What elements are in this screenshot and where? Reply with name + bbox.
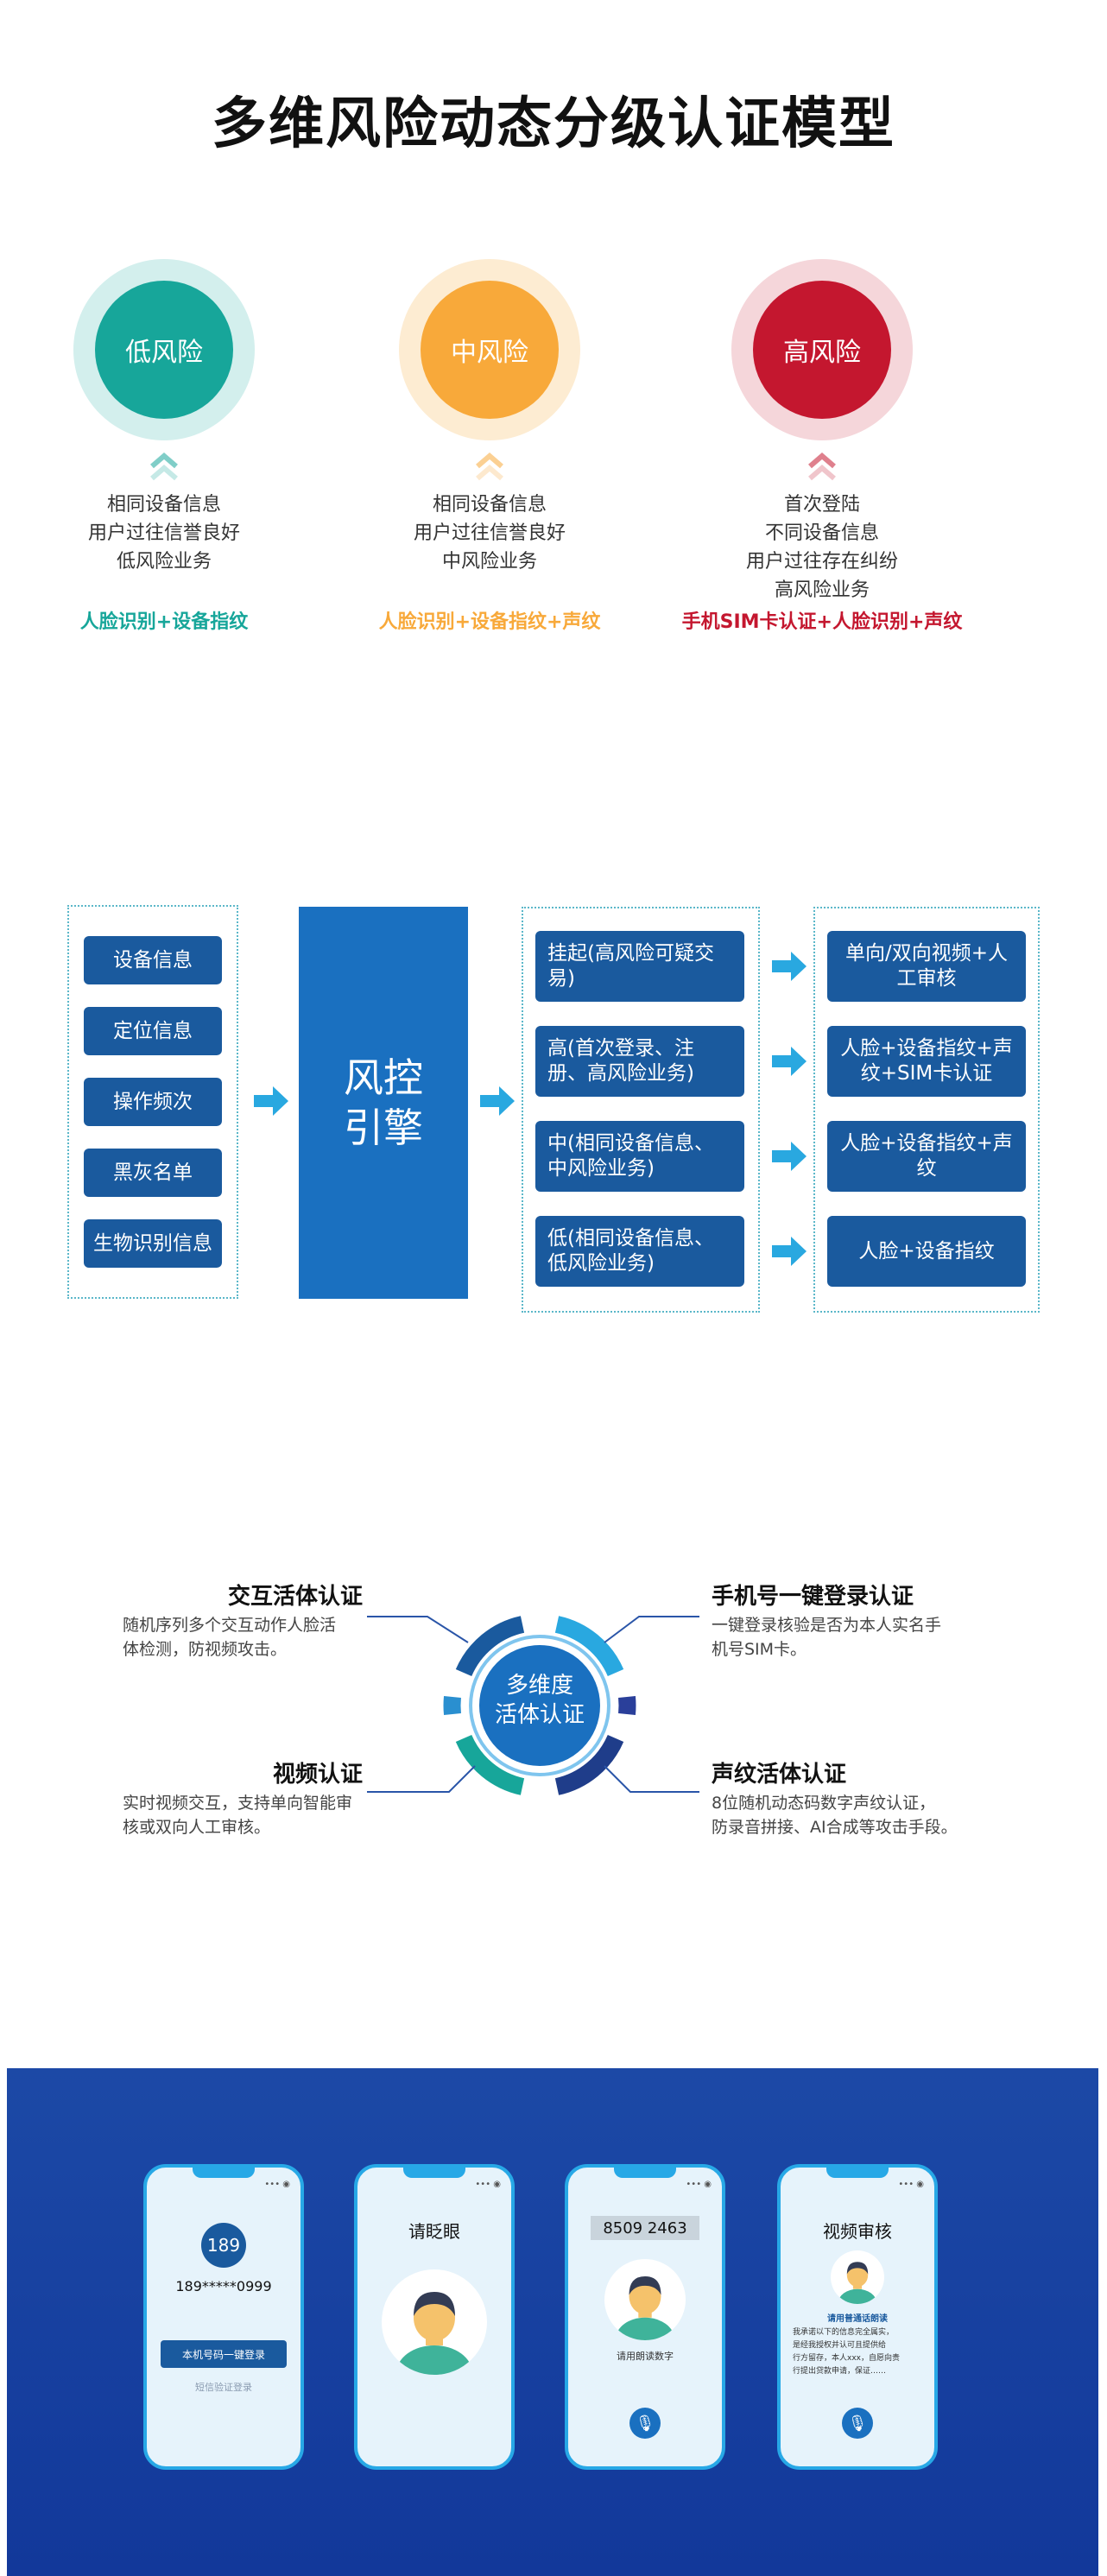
phone-mockup-blink: ••• ◉ 请眨眼	[354, 2164, 515, 2470]
auth-method-item: 单向/双向视频+人工审核	[827, 931, 1026, 1002]
risk-conditions: 首次登陆 不同设备信息 用户过往存在纠纷 高风险业务	[745, 494, 898, 601]
arrow-right-icon	[772, 1142, 807, 1171]
arrow-right-icon	[772, 952, 807, 981]
feature-one-click-login: 手机号一键登录认证	[712, 1584, 914, 1610]
auth-methods-box	[813, 907, 1040, 1313]
risk-levels-box	[522, 907, 760, 1313]
phone-mockup-voice-digits: ••• ◉ 8509 2463 请用朗读数字 🎙	[565, 2164, 725, 2470]
arrow-right-icon	[254, 1086, 288, 1116]
auth-method: 手机SIM卡认证+人脸识别+声纹	[681, 611, 963, 633]
liveness-center-label: 多维度 活体认证	[494, 1673, 585, 1728]
phone-notch	[193, 2168, 255, 2178]
status-icons: ••• ◉	[264, 2180, 290, 2189]
microphone-icon[interactable]: 🎙	[629, 2408, 661, 2439]
read-aloud-hint: 请用普通话朗读	[827, 2314, 888, 2324]
phone-notch	[614, 2168, 676, 2178]
input-factor: 生物识别信息	[84, 1219, 222, 1268]
risk-engine: 风控 引擎	[299, 907, 468, 1299]
arrow-right-icon	[480, 1086, 515, 1116]
user-avatar-icon	[382, 2269, 487, 2375]
user-avatar-icon	[831, 2250, 884, 2304]
input-factor: 设备信息	[84, 936, 222, 984]
risk-ring: 低风险	[73, 259, 255, 440]
input-factor: 定位信息	[84, 1007, 222, 1055]
masked-phone-number: 189*****0999	[175, 2278, 272, 2294]
risk-level-label: 中风险	[421, 281, 559, 419]
sms-login-link[interactable]: 短信验证登录	[195, 2382, 252, 2393]
auth-method-item: 人脸+设备指纹+声纹+SIM卡认证	[827, 1026, 1026, 1097]
phone-screen-title: 视频审核	[823, 2221, 892, 2242]
feature-video-auth: 视频认证	[272, 1762, 363, 1788]
feature-desc: 随机序列多个交互动作人脸活 体检测，防视频攻击。	[123, 1616, 337, 1659]
microphone-icon[interactable]: 🎙	[842, 2408, 873, 2439]
feature-desc: 实时视频交互，支持单向智能审 核或双向人工审核。	[123, 1794, 353, 1837]
auth-method-item: 人脸+设备指纹	[827, 1216, 1026, 1287]
risk-level-high: 高风险 首次登陆 不同设备信息 用户过往存在纠纷 高风险业务 手机SIM卡认证+…	[649, 259, 995, 633]
phone-notch	[826, 2168, 889, 2178]
chevron-up-icon	[476, 453, 503, 481]
read-digits-hint: 请用朗读数字	[617, 2351, 674, 2362]
input-factor: 黑灰名单	[84, 1149, 222, 1197]
risk-ring: 中风险	[399, 259, 580, 440]
risk-level-medium: 中风险 相同设备信息 用户过往信誉良好 中风险业务 人脸识别+设备指纹+声纹	[317, 259, 662, 633]
phone-mockup-video-review: ••• ◉ 视频审核 请用普通话朗读 我承诺以下的信息完全属实， 是经我授权并认…	[777, 2164, 938, 2470]
status-icons: ••• ◉	[898, 2180, 924, 2189]
risk-level-label: 低风险	[95, 281, 233, 419]
risk-conditions: 相同设备信息 用户过往信誉良好 中风险业务	[413, 494, 566, 573]
feature-interactive-liveness: 交互活体认证	[227, 1584, 363, 1610]
risk-level-low: 低风险 相同设备信息 用户过往信誉良好 低风险业务 人脸识别+设备指纹	[0, 259, 337, 633]
auth-method: 人脸识别+设备指纹	[79, 611, 249, 633]
auth-method: 人脸识别+设备指纹+声纹	[378, 611, 601, 633]
risk-level-item: 挂起(高风险可疑交易)	[535, 931, 744, 1002]
consent-paragraph: 我承诺以下的信息完全属实， 是经我授权并认可且提供给 行方留存，本人xxx，自愿…	[793, 2328, 900, 2376]
liveness-ring-diagram	[443, 1616, 636, 1795]
risk-level-item: 低(相同设备信息、低风险业务)	[535, 1216, 744, 1287]
arrow-right-icon	[772, 1237, 807, 1266]
status-icons: ••• ◉	[475, 2180, 501, 2189]
risk-level-label: 高风险	[753, 281, 891, 419]
phone-mockup-one-click-login: ••• ◉ 189 189*****0999 本机号码一键登录 短信验证登录	[143, 2164, 304, 2470]
phone-notch	[403, 2168, 465, 2178]
risk-ring: 高风险	[731, 259, 913, 440]
chevron-up-icon	[150, 453, 178, 481]
feature-desc: 8位随机动态码数字声纹认证， 防录音拼接、AI合成等攻击手段。	[712, 1794, 958, 1837]
status-icons: ••• ◉	[686, 2180, 712, 2189]
feature-desc: 一键登录核验是否为本人实名手 机号SIM卡。	[712, 1616, 942, 1659]
one-click-login-button[interactable]: 本机号码一键登录	[161, 2340, 287, 2368]
arrow-right-icon	[772, 1047, 807, 1076]
risk-conditions: 相同设备信息 用户过往信誉良好 低风险业务	[87, 494, 240, 573]
user-avatar-icon	[604, 2259, 686, 2340]
input-factor: 操作频次	[84, 1078, 222, 1126]
dynamic-code: 8509 2463	[591, 2216, 699, 2240]
carrier-badge: 189	[201, 2223, 246, 2268]
input-factors-box	[67, 905, 238, 1299]
risk-level-item: 高(首次登录、注册、高风险业务)	[535, 1026, 744, 1097]
chevron-up-icon	[808, 453, 836, 481]
auth-method-item: 人脸+设备指纹+声纹	[827, 1121, 1026, 1192]
page-title: 多维风险动态分级认证模型	[212, 92, 895, 156]
phone-screen-title: 请眨眼	[408, 2221, 460, 2242]
risk-level-item: 中(相同设备信息、中风险业务)	[535, 1121, 744, 1192]
feature-voiceprint-liveness: 声纹活体认证	[712, 1762, 847, 1788]
